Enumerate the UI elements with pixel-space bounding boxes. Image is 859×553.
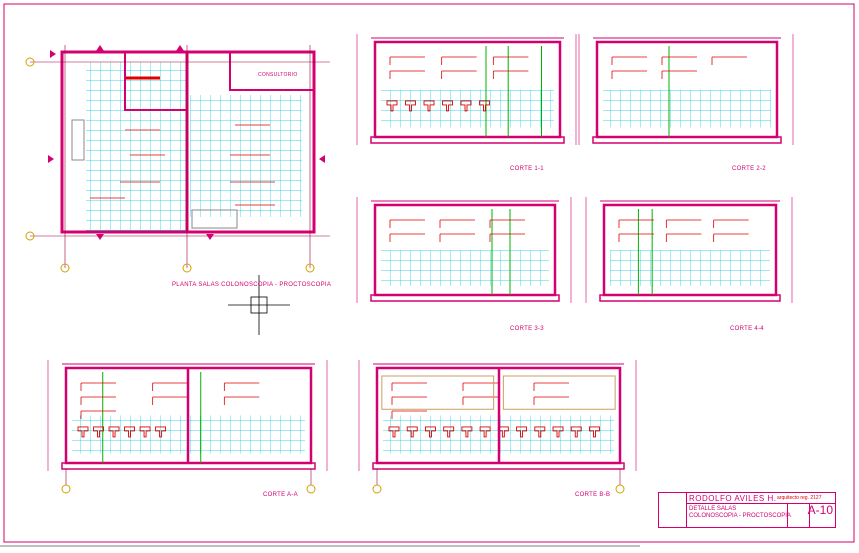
sink-icon <box>423 100 435 112</box>
plan-tile-field-right <box>190 95 302 217</box>
sink-icon <box>479 100 490 112</box>
sink-icon <box>386 100 398 112</box>
axis-bubble <box>306 484 316 494</box>
sink-icon <box>93 426 104 438</box>
sink-icon <box>388 426 400 438</box>
title-block-divider <box>686 503 835 504</box>
sink-icon <box>124 426 135 438</box>
north-cross-box <box>250 296 268 314</box>
sink-icon <box>155 426 167 438</box>
plan-axis-bubble <box>305 263 315 273</box>
sink-icon <box>552 426 564 438</box>
section-3-3 <box>356 197 572 303</box>
floor-plan <box>25 45 330 335</box>
section-label-4-4: CORTE 4-4 <box>730 326 764 332</box>
sink-icon <box>443 426 455 438</box>
section-slab <box>592 136 782 144</box>
sink-icon <box>570 426 582 438</box>
sink-icon <box>425 426 436 438</box>
tile-band <box>381 250 549 286</box>
upper-cabinet <box>502 375 616 410</box>
axis-bubble <box>61 484 71 494</box>
section-slab <box>370 294 560 302</box>
sink-icon <box>516 426 528 438</box>
section-mark <box>176 45 184 51</box>
section-a-a <box>47 360 328 494</box>
title-block-divider <box>686 493 687 527</box>
axis-bubble <box>615 484 625 494</box>
section-label-b-b: CORTE B-B <box>575 492 611 498</box>
section-label-3-3: CORTE 3-3 <box>510 326 544 332</box>
plan-axis-bubble <box>25 231 35 241</box>
sink-icon <box>405 100 416 112</box>
section-mark <box>48 155 54 163</box>
section-4-4 <box>585 197 793 303</box>
sheet-number: A-10 <box>807 503 833 517</box>
axis-bubble <box>372 484 382 494</box>
title-block-detail-1: DETALLE SALAS <box>689 506 737 512</box>
sink-icon <box>406 426 418 438</box>
plan-cabinet <box>71 119 85 161</box>
upper-cabinet <box>381 375 495 410</box>
plan-axis-bubble <box>25 57 35 67</box>
section-mark <box>96 234 104 240</box>
title-block-divider <box>787 503 788 527</box>
plan-room-label: CONSULTORIO <box>258 72 298 78</box>
tile-band <box>603 89 771 128</box>
section-2-2 <box>578 34 794 145</box>
section-label-1-1: CORTE 1-1 <box>510 166 544 172</box>
plan-tile-field-left <box>86 62 186 232</box>
sink-icon <box>479 426 491 438</box>
section-slab <box>370 136 565 144</box>
title-block-detail-2: COLONOSCOPIA - PROCTOSCOPIA <box>689 513 791 519</box>
plan-annotations <box>90 124 275 206</box>
section-mark <box>96 45 104 51</box>
plan-axis-bubble <box>60 263 70 273</box>
section-slab <box>599 294 781 302</box>
sink-icon <box>108 426 120 438</box>
sheet-border <box>3 3 855 543</box>
title-block: RODOLFO AVILES H. arquitecto reg. 2127 D… <box>658 492 836 528</box>
section-mark <box>50 50 56 58</box>
sink-icon <box>589 426 600 438</box>
plan-axis-bubble <box>182 263 192 273</box>
title-block-author: RODOLFO AVILES H. <box>689 494 777 503</box>
sink-icon <box>460 100 472 112</box>
sink-icon <box>461 426 473 438</box>
tile-band <box>610 250 770 286</box>
section-b-b <box>358 360 637 494</box>
section-label-2-2: CORTE 2-2 <box>732 166 766 172</box>
section-mark <box>206 234 214 240</box>
section-label-a-a: CORTE A-A <box>263 492 298 498</box>
plan-consultorio <box>229 51 315 91</box>
section-1-1 <box>356 34 577 145</box>
plan-title: PLANTA SALAS COLONOSCOPIA - PROCTOSCOPIA <box>172 282 332 288</box>
plan-counter <box>191 209 238 229</box>
sink-icon <box>534 426 546 438</box>
title-block-divider <box>809 503 810 527</box>
tile-band <box>381 89 554 128</box>
section-mark <box>319 155 325 163</box>
sink-icon <box>77 426 89 438</box>
sink-icon <box>442 100 453 112</box>
title-block-author-note: arquitecto reg. 2127 <box>777 495 822 501</box>
sink-icon <box>139 426 151 438</box>
